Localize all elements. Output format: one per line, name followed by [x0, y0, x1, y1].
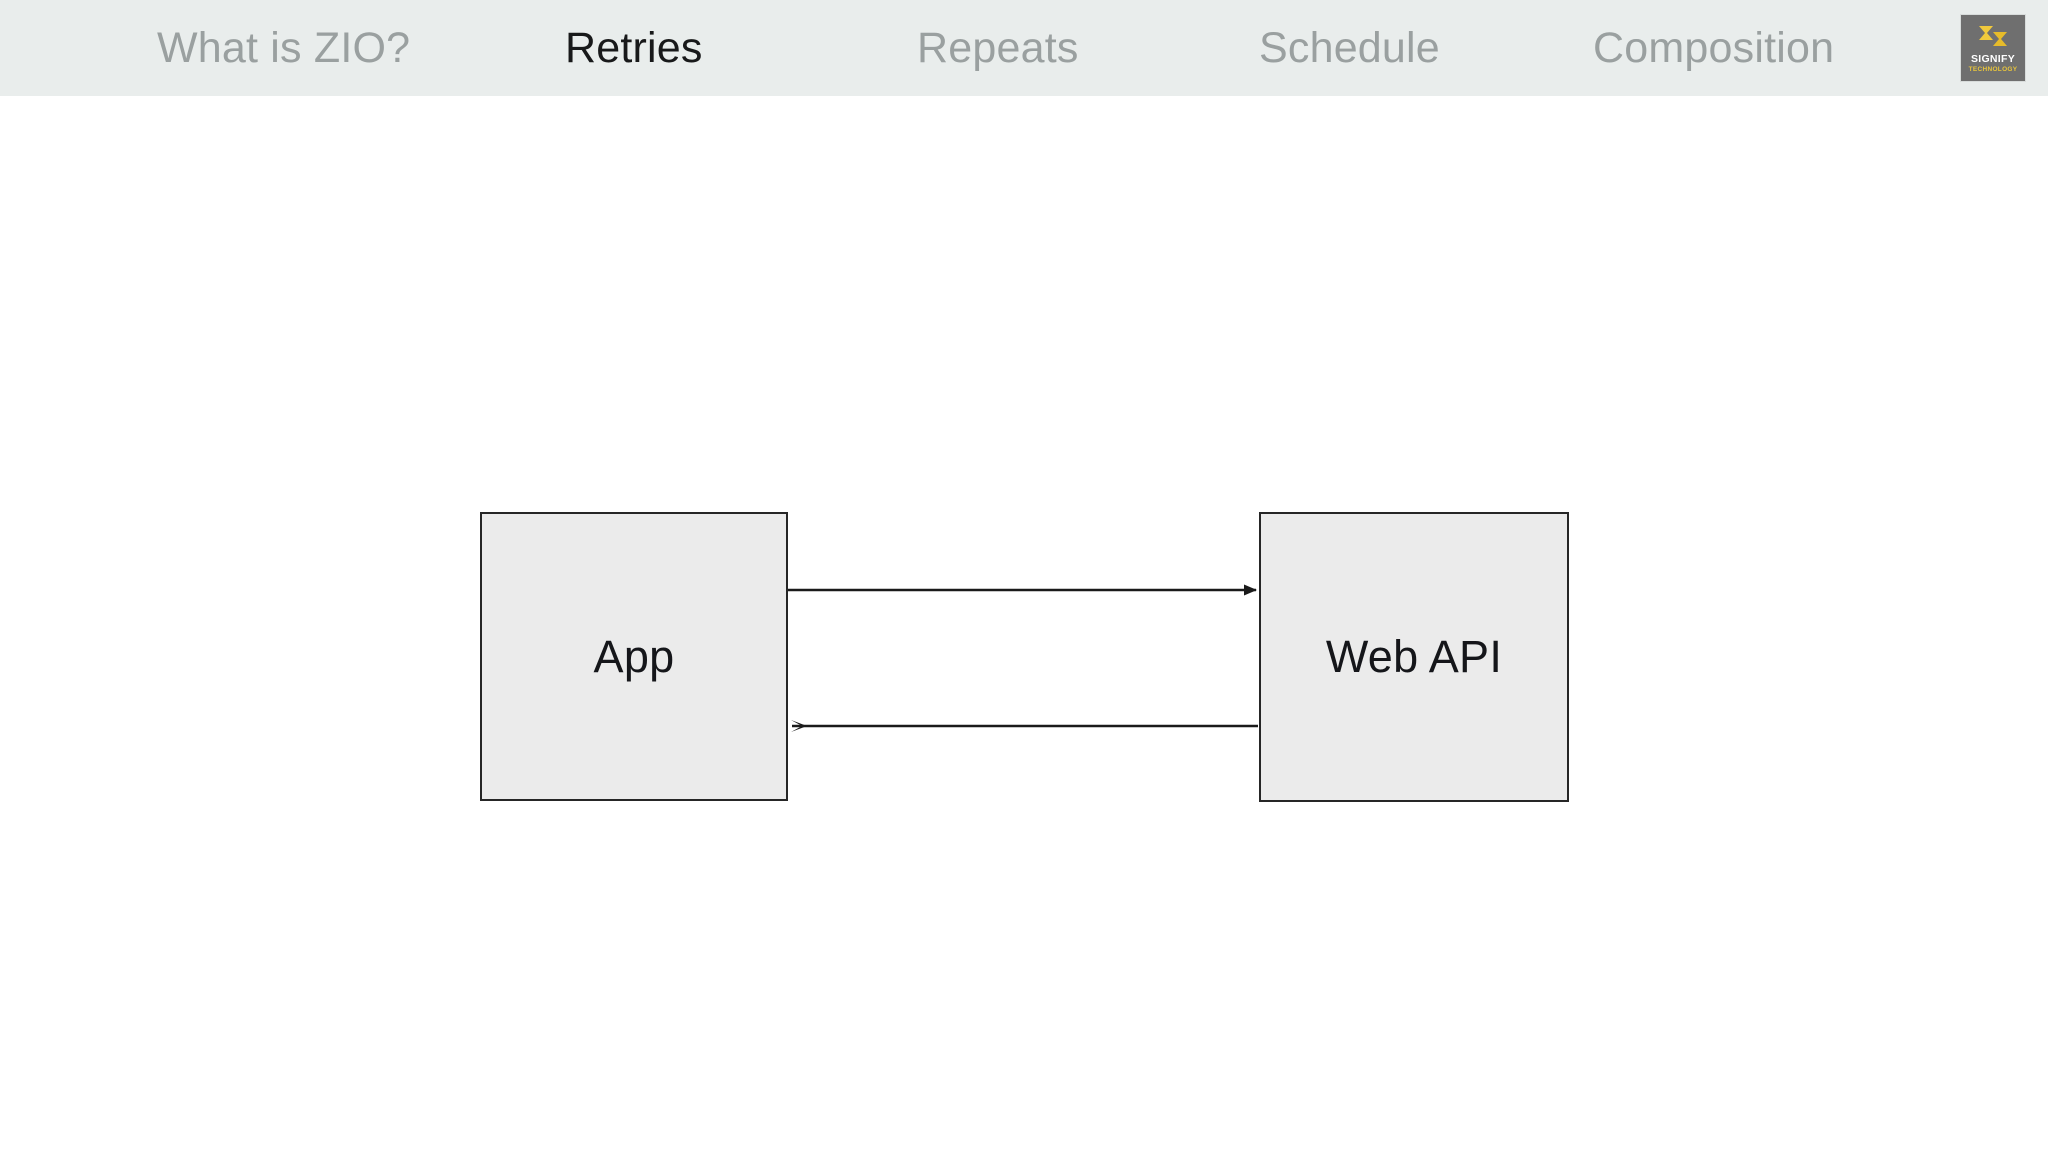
nav-item-label: Composition	[1593, 24, 1835, 72]
top-navigation-bar: What is ZIO? Retries Repeats Schedule Co…	[0, 0, 2048, 96]
logo-tagline-text: TECHNOLOGY	[1968, 66, 2018, 73]
nav-item-what-is-zio[interactable]: What is ZIO?	[157, 0, 410, 96]
signify-s-mark-icon	[1979, 26, 2007, 46]
nav-item-label: What is ZIO?	[157, 24, 411, 72]
architecture-diagram: App Web API	[0, 96, 2048, 1152]
nav-item-retries[interactable]: Retries	[565, 0, 703, 96]
nav-item-composition[interactable]: Composition	[1593, 0, 1834, 96]
node-label-app: App	[593, 630, 675, 682]
diagram-node-web-api[interactable]: Web API	[1259, 512, 1569, 802]
logo-name-text: SIGNIFY	[1970, 53, 2016, 65]
diagram-node-app[interactable]: App	[480, 512, 788, 801]
nav-item-label: Retries	[565, 24, 703, 72]
nav-item-label: Schedule	[1259, 24, 1440, 72]
nav-item-repeats[interactable]: Repeats	[917, 0, 1079, 96]
nav-item-label: Repeats	[917, 24, 1079, 72]
signify-technology-logo[interactable]: SIGNIFY TECHNOLOGY	[1960, 14, 2026, 82]
diagram-edges	[788, 584, 1258, 732]
node-label-web-api: Web API	[1325, 631, 1503, 682]
nav-item-schedule[interactable]: Schedule	[1259, 0, 1440, 96]
